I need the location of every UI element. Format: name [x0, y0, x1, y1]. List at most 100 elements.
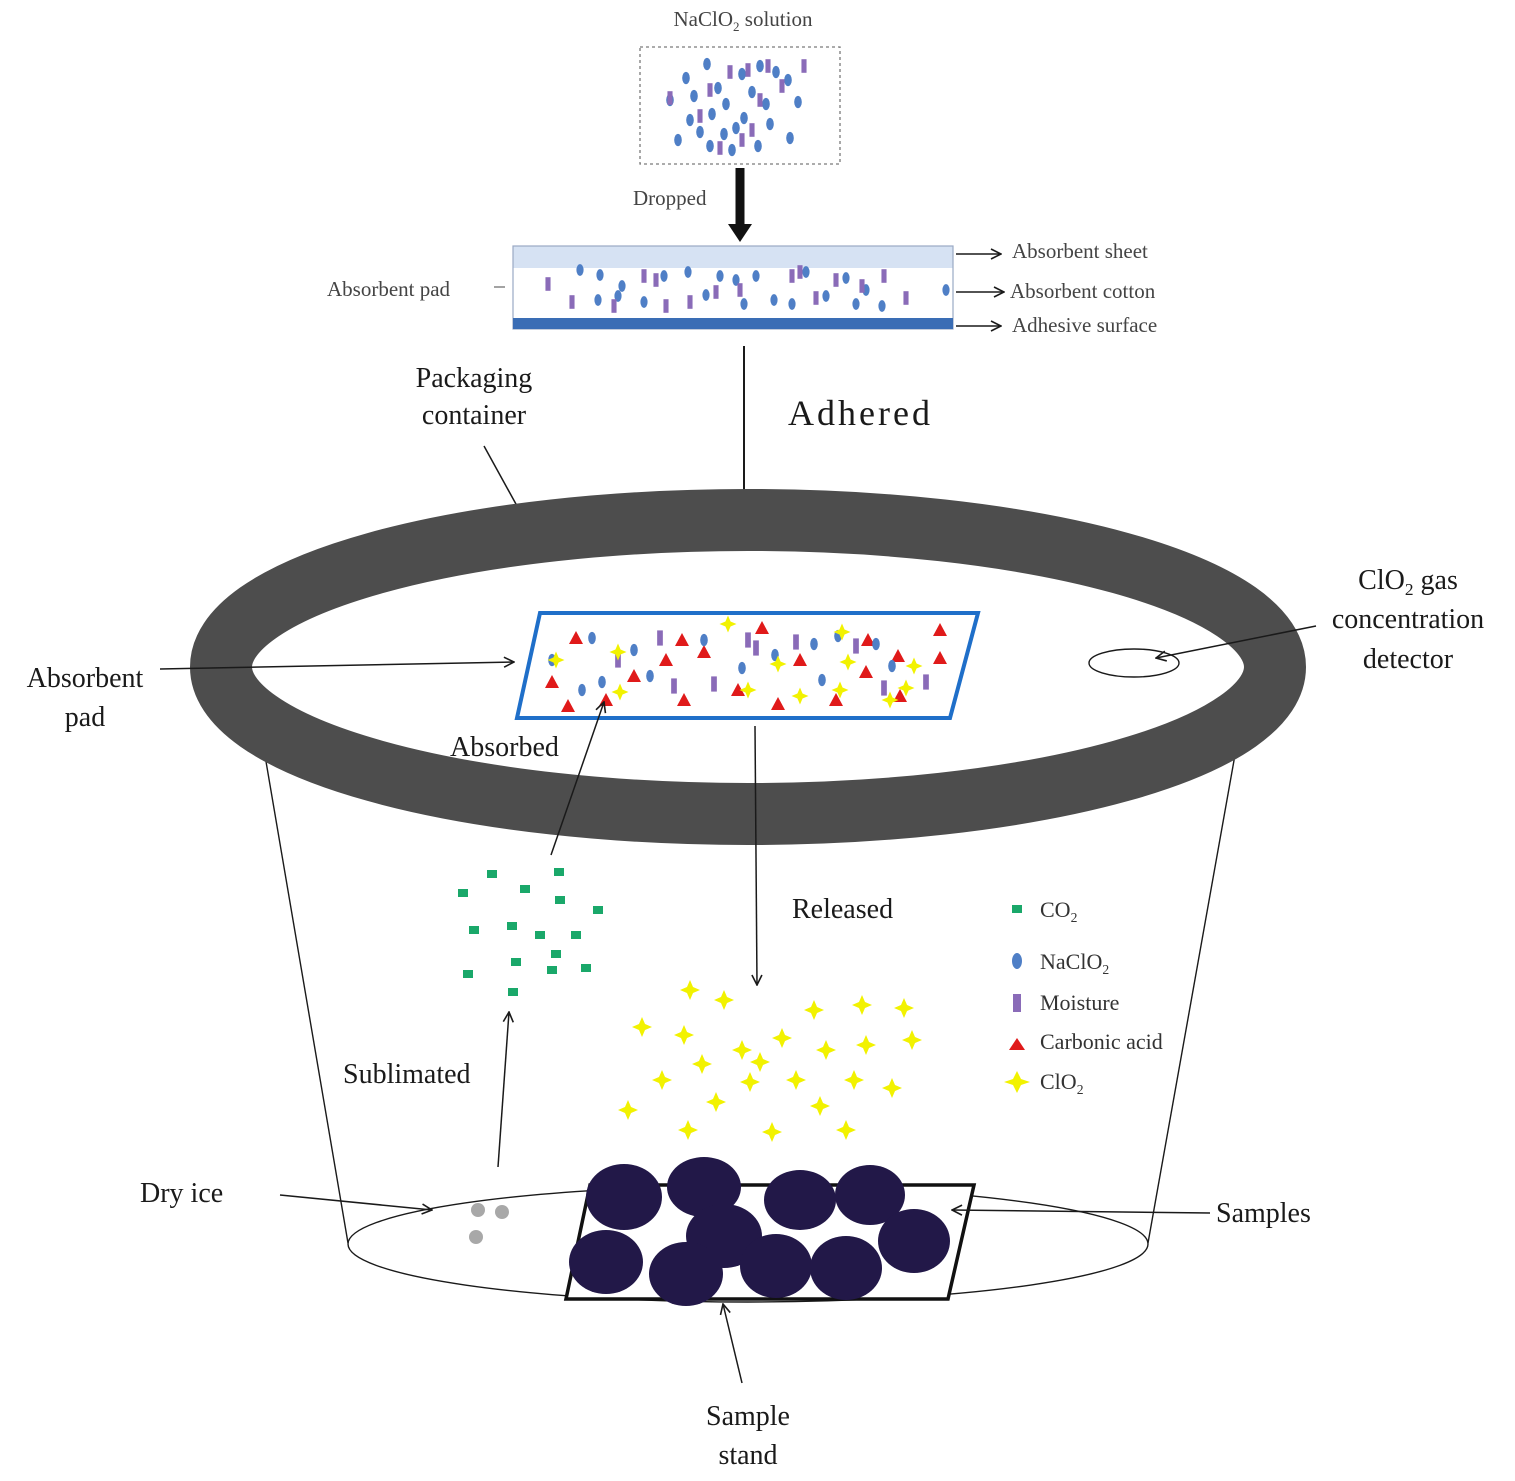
carbonic-acid-particle — [829, 693, 843, 706]
naclo2-particle — [888, 659, 896, 673]
moisture-particle — [711, 676, 717, 692]
naclo2-particle — [700, 633, 708, 647]
samples-arrow — [952, 1210, 1211, 1213]
legend-co2-icon — [1012, 905, 1022, 913]
clo2-particle — [632, 1017, 652, 1037]
carbonic-acid-particle — [859, 665, 873, 678]
carbonic-acid-particle — [731, 683, 745, 696]
naclo2-particle — [686, 113, 694, 127]
moisture-particle — [727, 65, 733, 79]
clo2-particle — [839, 653, 857, 671]
moisture-particle — [753, 640, 759, 656]
clo2-particle — [652, 1070, 672, 1090]
naclo2-particle — [630, 643, 638, 657]
naclo2-particle — [708, 107, 716, 121]
co2-particle — [571, 931, 581, 939]
carbonic-acid-particle — [891, 649, 905, 662]
adhered-label: Adhered — [788, 393, 933, 433]
moisture-particle — [881, 269, 887, 283]
co2-particle — [469, 926, 479, 934]
dry-ice-pellet — [471, 1203, 485, 1217]
pad-particles — [545, 264, 950, 313]
naclo2-particle — [810, 637, 818, 651]
co2-particle — [511, 958, 521, 966]
legend-carbonic-acid-icon — [1009, 1038, 1025, 1050]
clo2-particle — [894, 998, 914, 1018]
moisture-particle — [737, 283, 743, 297]
moisture-particle — [545, 277, 551, 291]
moisture-particle — [903, 291, 909, 305]
sample-stand-label-line2: stand — [718, 1440, 777, 1471]
co2-particle — [487, 870, 497, 878]
clo2-particle — [769, 655, 787, 673]
carbonic-acid-particle — [627, 669, 641, 682]
naclo2-particle — [640, 296, 648, 308]
absorbent-pad-side-arrow — [159, 662, 514, 670]
legend-naclo2-icon — [1012, 953, 1022, 969]
naclo2-particle — [706, 139, 714, 153]
moisture-particle — [749, 123, 755, 137]
clo2-particle — [611, 683, 629, 701]
co2-particle — [508, 988, 518, 996]
moisture-particle — [813, 291, 819, 305]
moisture-particle — [797, 265, 803, 279]
absorbent-cotton-label: Absorbent cotton — [1010, 279, 1156, 303]
clo2-particle — [692, 1054, 712, 1074]
dry-ice-pellets — [469, 1203, 509, 1244]
naclo2-particle — [720, 127, 728, 141]
moisture-particle — [687, 295, 693, 309]
absorbent-pad-inner — [514, 611, 981, 720]
naclo2-particle — [660, 270, 668, 282]
absorbent-pad-side-line1: Absorbent — [27, 663, 144, 694]
absorbent-pad-side-line2: pad — [65, 702, 105, 733]
carbonic-acid-particle — [861, 633, 875, 646]
naclo2-particle — [770, 294, 778, 306]
naclo2-particle — [614, 290, 622, 302]
naclo2-particle — [588, 631, 596, 645]
sample — [878, 1209, 950, 1273]
naclo2-particle — [802, 266, 810, 278]
moisture-particle — [611, 299, 617, 313]
detector-icon — [1088, 648, 1180, 678]
naclo2-particle — [772, 65, 780, 79]
moisture-particle — [717, 141, 723, 155]
moisture-particle — [779, 79, 785, 93]
dropped-arrow-head — [728, 224, 752, 242]
moisture-particle — [713, 285, 719, 299]
co2-particle — [581, 964, 591, 972]
moisture-particle — [663, 299, 669, 313]
carbonic-acid-particle — [933, 623, 947, 636]
clo2-particle — [719, 615, 737, 633]
clo2-particle — [762, 1122, 782, 1142]
co2-particle — [463, 970, 473, 978]
sample — [740, 1234, 812, 1298]
packaging-label-line1: Packaging — [416, 363, 533, 394]
carbonic-acid-particle — [933, 651, 947, 664]
naclo2-particle — [702, 289, 710, 301]
clo2-particle — [816, 1040, 836, 1060]
naclo2-particle — [703, 57, 711, 71]
co2-cloud — [458, 868, 603, 996]
legend-clo2-icon — [1004, 1071, 1030, 1093]
co2-particle — [520, 885, 530, 893]
solution-label: NaClO2 solution — [674, 7, 813, 34]
moisture-particle — [569, 295, 575, 309]
sublimated-arrow — [497, 1012, 509, 1168]
sample-stand-label-line1: Sample — [706, 1401, 790, 1432]
clo2-particle — [680, 980, 700, 1000]
solution-particles — [666, 57, 807, 157]
co2-particle — [551, 950, 561, 958]
naclo2-particle — [756, 59, 764, 73]
carbonic-acid-particle — [793, 653, 807, 666]
dry-ice-label: Dry ice — [140, 1178, 223, 1209]
moisture-particle — [739, 133, 745, 147]
co2-particle — [547, 966, 557, 974]
carbonic-acid-particle — [545, 675, 559, 688]
carbonic-acid-particle — [755, 621, 769, 634]
released-arrow — [755, 725, 757, 985]
naclo2-particle — [784, 73, 792, 87]
carbonic-acid-particle — [675, 633, 689, 646]
clo2-particle — [547, 651, 565, 669]
co2-particle — [507, 922, 517, 930]
